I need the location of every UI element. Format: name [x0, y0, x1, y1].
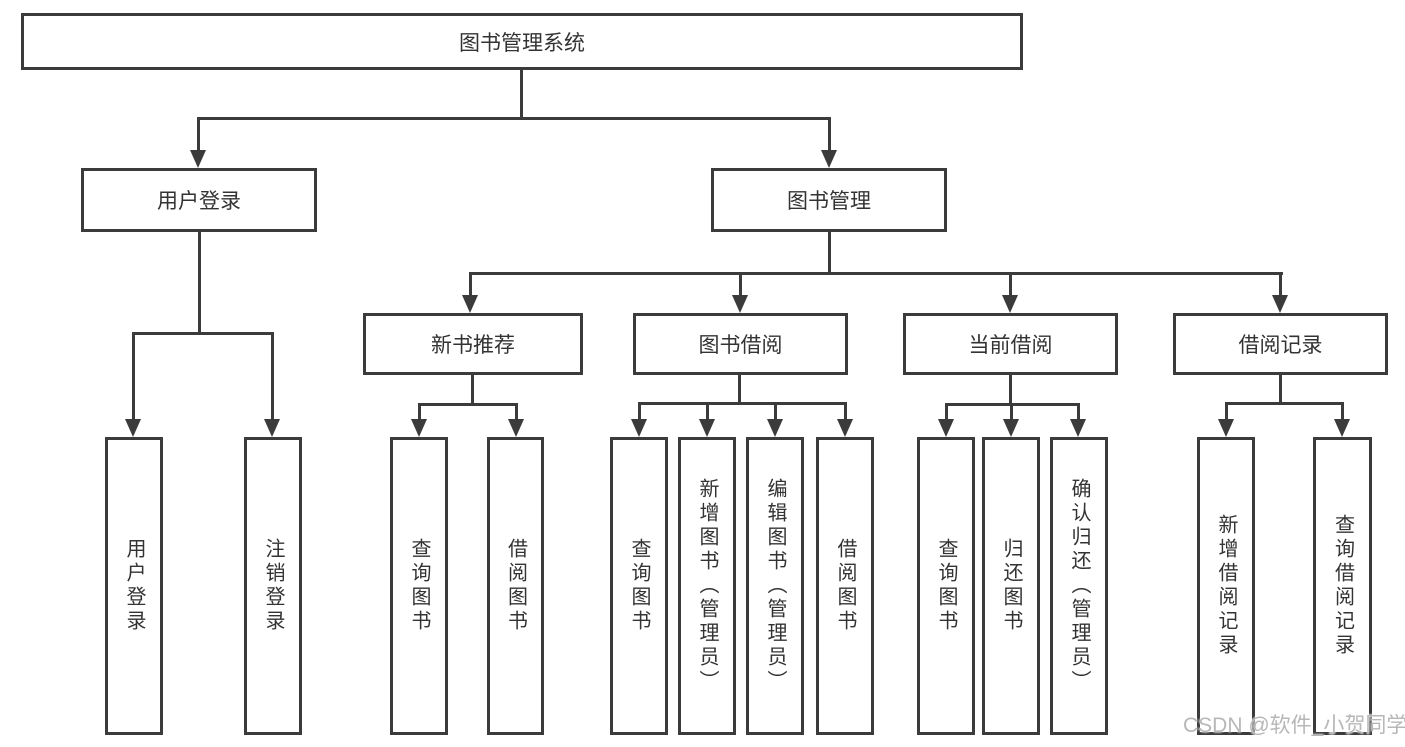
- leaf-query-books-current-label: 查询图书: [935, 538, 957, 634]
- edge-book-management-rail: [469, 272, 1283, 275]
- arrow-down-icon: [767, 419, 783, 437]
- arrow-down-icon: [1070, 419, 1086, 437]
- edge-recommend-rail: [418, 403, 518, 406]
- leaf-logout-label: 注销登录: [262, 538, 284, 634]
- leaf-confirm-return-admin: 确认归还（管理员）: [1050, 437, 1108, 735]
- leaf-edit-books-admin: 编辑图书（管理员）: [746, 437, 804, 735]
- arrow-down-icon: [462, 295, 478, 313]
- edge-book-management-stem: [828, 232, 831, 275]
- edge-to-leaf-confirm-return: [1077, 403, 1080, 419]
- edge-borrow-stem: [738, 374, 741, 405]
- leaf-borrow-books-borrow: 借阅图书: [816, 437, 874, 735]
- edge-borrow-rail: [638, 402, 847, 405]
- edge-to-leaf-query-record: [1341, 402, 1344, 419]
- arrow-down-icon: [837, 419, 853, 437]
- leaf-borrow-books-recommend: 借阅图书: [487, 437, 544, 735]
- node-borrow-records-label: 借阅记录: [1238, 334, 1323, 357]
- edge-records-stem: [1279, 374, 1282, 405]
- leaf-query-books-current: 查询图书: [917, 437, 975, 735]
- leaf-borrow-books-recommend-label: 借阅图书: [504, 538, 527, 634]
- node-new-book-recommend-label: 新书推荐: [431, 334, 515, 357]
- edge-root-rail: [197, 117, 831, 120]
- edge-root-stem: [520, 70, 523, 118]
- edge-user-login-stem: [198, 232, 201, 335]
- edge-root-to-book-management: [828, 117, 831, 152]
- leaf-query-books-borrow-label: 查询图书: [628, 538, 650, 634]
- edge-to-book-borrow: [739, 272, 742, 297]
- edge-to-leaf-borrow-books: [844, 402, 847, 419]
- arrow-down-icon: [1002, 295, 1018, 313]
- arrow-down-icon: [190, 150, 206, 168]
- leaf-query-books-borrow: 查询图书: [610, 437, 668, 735]
- node-book-management-label: 图书管理: [787, 190, 871, 213]
- leaf-confirm-return-admin-label: 确认归还（管理员）: [1068, 478, 1090, 694]
- leaf-add-books-admin-label: 新增图书（管理员）: [696, 478, 718, 694]
- leaf-query-books-recommend: 查询图书: [390, 437, 448, 735]
- edge-to-leaf-logout: [271, 332, 274, 419]
- node-book-management: 图书管理: [711, 168, 947, 232]
- arrow-down-icon: [1334, 419, 1350, 437]
- arrow-down-icon: [125, 419, 141, 437]
- edge-to-borrow-records: [1279, 272, 1282, 297]
- arrow-down-icon: [732, 295, 748, 313]
- arrow-down-icon: [821, 150, 837, 168]
- leaf-borrow-books-borrow-label: 借阅图书: [834, 538, 856, 634]
- node-user-login: 用户登录: [81, 168, 317, 232]
- edge-records-rail: [1225, 402, 1342, 405]
- node-borrow-records: 借阅记录: [1173, 313, 1388, 375]
- arrow-down-icon: [411, 419, 427, 437]
- edge-to-leaf-query-borrow: [638, 402, 641, 419]
- leaf-query-books-recommend-label: 查询图书: [408, 538, 430, 634]
- edge-to-leaf-query-current: [945, 403, 948, 419]
- edge-to-leaf-add-books: [706, 402, 709, 419]
- arrow-down-icon: [1003, 419, 1019, 437]
- edge-to-new-book-recommend: [469, 272, 472, 297]
- edge-root-to-user-login: [197, 117, 200, 152]
- node-current-borrow: 当前借阅: [903, 313, 1118, 375]
- arrow-down-icon: [699, 419, 715, 437]
- edge-to-leaf-query-recommend: [418, 403, 421, 419]
- arrow-down-icon: [508, 419, 524, 437]
- leaf-add-borrow-record: 新增借阅记录: [1197, 437, 1255, 735]
- leaf-user-login: 用户登录: [105, 437, 163, 735]
- edge-to-leaf-return-books: [1010, 403, 1013, 419]
- leaf-add-books-admin: 新增图书（管理员）: [678, 437, 736, 735]
- edge-to-leaf-user-login: [132, 332, 135, 419]
- node-library-system: 图书管理系统: [21, 13, 1023, 70]
- leaf-edit-books-admin-label: 编辑图书（管理员）: [764, 478, 786, 694]
- edge-to-leaf-edit-books: [774, 402, 777, 419]
- edge-to-leaf-add-record: [1225, 402, 1228, 419]
- arrow-down-icon: [631, 419, 647, 437]
- edge-current-stem: [1009, 374, 1012, 406]
- edge-user-login-rail: [132, 332, 274, 335]
- edge-to-current-borrow: [1009, 272, 1012, 297]
- leaf-query-borrow-record-label: 查询借阅记录: [1331, 514, 1354, 658]
- leaf-query-borrow-record: 查询借阅记录: [1313, 437, 1372, 735]
- arrow-down-icon: [1272, 295, 1288, 313]
- edge-to-leaf-borrow-recommend: [515, 403, 518, 419]
- node-library-system-label: 图书管理系统: [459, 31, 585, 55]
- node-current-borrow-label: 当前借阅: [968, 334, 1053, 357]
- leaf-return-books: 归还图书: [982, 437, 1040, 735]
- node-user-login-label: 用户登录: [157, 190, 241, 213]
- leaf-return-books-label: 归还图书: [1000, 538, 1022, 634]
- arrow-down-icon: [1218, 419, 1234, 437]
- node-book-borrow: 图书借阅: [633, 313, 848, 375]
- arrow-down-icon: [938, 419, 954, 437]
- leaf-add-borrow-record-label: 新增借阅记录: [1215, 514, 1237, 658]
- leaf-logout: 注销登录: [244, 437, 302, 735]
- watermark: CSDN @软件_小贺同学: [1183, 714, 1405, 737]
- node-new-book-recommend: 新书推荐: [363, 313, 583, 375]
- leaf-user-login-label: 用户登录: [123, 538, 145, 634]
- edge-recommend-stem: [471, 374, 474, 406]
- arrow-down-icon: [264, 419, 280, 437]
- node-book-borrow-label: 图书借阅: [698, 334, 783, 357]
